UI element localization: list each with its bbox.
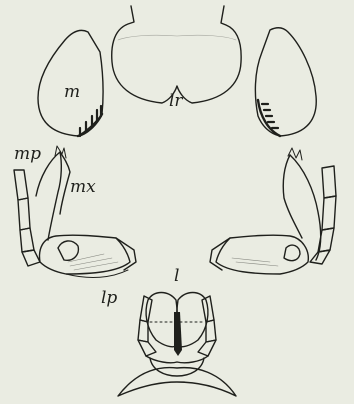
labrum-outline — [112, 6, 241, 103]
label-labium: l — [174, 268, 179, 285]
label-maxilla: mx — [70, 179, 96, 196]
label-maxillary-palp: mp — [14, 146, 41, 163]
left-maxilla — [14, 146, 136, 277]
label-labrum: lr — [169, 93, 183, 110]
right-maxilla — [210, 148, 336, 274]
label-labial-palp: lp — [101, 290, 117, 307]
right-mandible — [255, 28, 316, 136]
label-mandible: m — [64, 84, 80, 101]
labium — [118, 293, 236, 397]
